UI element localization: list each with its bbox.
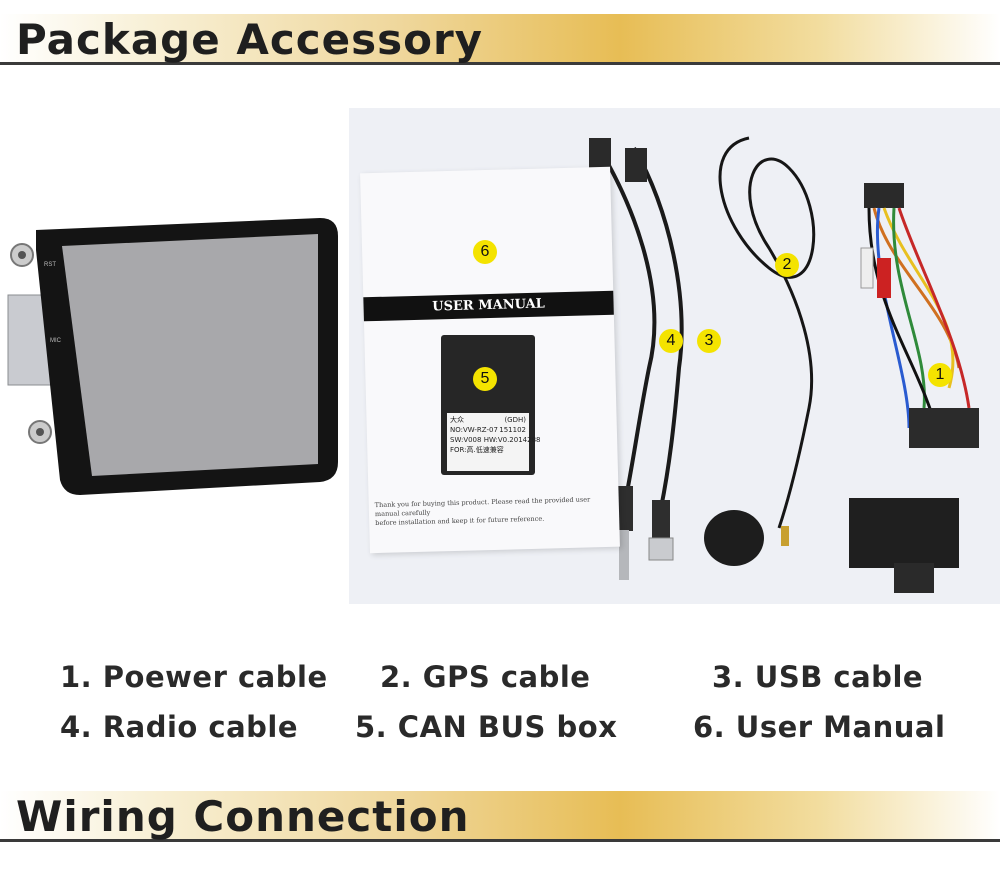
manual-title: USER MANUAL — [432, 296, 546, 315]
canbus-brand: 大众 — [450, 416, 464, 424]
banner-gradient-bar — [0, 14, 1000, 62]
canbus-no: NO:VW-RZ-07 — [450, 426, 498, 434]
cables-drawing — [589, 136, 979, 593]
caption-user-manual: 6. User Manual — [693, 710, 946, 744]
radio-plug-body — [615, 486, 633, 531]
canbus-for: FOR:高.低速兼容 — [450, 446, 504, 454]
harness-bottom-plug — [894, 563, 934, 593]
marker-1: 1 — [928, 363, 952, 387]
canbus-serial: 014288 — [513, 436, 541, 444]
canbus-code: (GDH) — [504, 416, 526, 424]
caption-radio-cable: 4. Radio cable — [60, 710, 299, 744]
usb-plug-body — [652, 500, 670, 540]
harness-wire-blue — [875, 207, 911, 429]
harness-main-plug — [849, 498, 959, 568]
head-unit-image: RST MIC — [7, 218, 338, 495]
canbus-sw: SW:V008 HW:V0.2 — [450, 436, 514, 444]
rca-white — [860, 247, 874, 289]
harness-middle-block — [909, 408, 979, 448]
marker-3: 3 — [697, 329, 721, 353]
harness-wire-black — [867, 207, 941, 439]
rca-red — [877, 258, 891, 298]
radio-plug-tip — [619, 530, 629, 580]
usb-top-connector — [625, 148, 647, 182]
bracket-hole-top — [18, 251, 26, 259]
marker-4: 4 — [659, 329, 683, 353]
caption-power-cable: 1. Poewer cable — [60, 660, 328, 694]
usb-cable-wire — [632, 146, 684, 509]
bracket-hole-bottom — [36, 428, 44, 436]
gps-cable-wire — [718, 136, 816, 529]
usb-plug-tip — [648, 537, 674, 561]
wiring-connection-title: Wiring Connection — [16, 792, 470, 841]
marker-6: 6 — [473, 240, 497, 264]
harness-top-connector — [864, 183, 904, 208]
banner-gradient-bar — [0, 791, 1000, 839]
package-accessory-title: Package Accessory — [16, 15, 484, 64]
accessories-photo: USER MANUAL Thank you for buying this pr… — [349, 108, 1000, 604]
caption-gps-cable: 2. GPS cable — [380, 660, 591, 694]
manual-note-line1: Thank you for buying this product. Pleas… — [374, 495, 591, 519]
harness-wire-red — [897, 207, 971, 409]
wiring-connection-banner: Wiring Connection — [0, 783, 1000, 847]
banner-rule — [0, 839, 1000, 842]
marker-2: 2 — [775, 253, 799, 277]
package-accessory-banner: Package Accessory — [0, 6, 1000, 70]
mic-label: MIC — [50, 338, 62, 344]
caption-canbus-box: 5. CAN BUS box — [355, 710, 618, 744]
caption-usb-cable: 3. USB cable — [712, 660, 924, 694]
canbus-date: 151102 — [499, 426, 526, 434]
marker-5: 5 — [473, 367, 497, 391]
harness-wire-green — [892, 207, 926, 409]
unit-screen — [62, 234, 318, 476]
gps-connector — [781, 526, 789, 546]
radio-top-connector — [589, 138, 611, 172]
radio-cable-wire — [597, 146, 657, 509]
rst-label: RST — [44, 262, 56, 268]
banner-rule — [0, 62, 1000, 65]
manual-note: Thank you for buying this product. Pleas… — [375, 495, 614, 528]
gps-antenna — [704, 510, 764, 566]
